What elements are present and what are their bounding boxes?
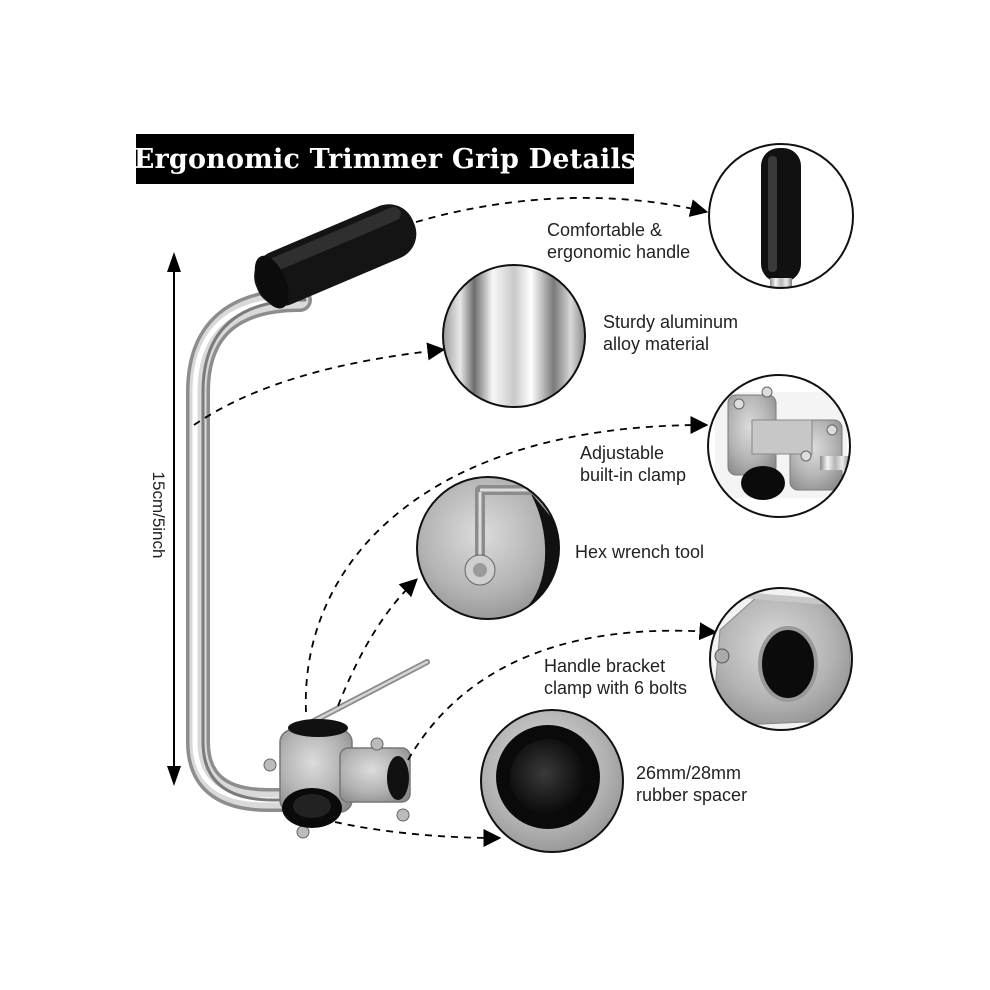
dimension-arrow [167, 252, 181, 786]
feature-label-line: Sturdy aluminum [603, 312, 739, 332]
feature-label-bracket: Handle bracket clamp with 6 bolts [544, 655, 687, 699]
feature-label-line: clamp with 6 bolts [544, 678, 688, 698]
detail-circle-clamp [707, 374, 851, 518]
feature-label-line: 26mm/28mm [636, 763, 742, 783]
clamp-assembly-main [263, 719, 411, 839]
handle-tube [186, 288, 312, 812]
feature-label-line: Adjustable [580, 443, 665, 463]
feature-label-aluminum: Sturdy aluminum alloy material [603, 311, 738, 355]
title-banner: Ergonomic Trimmer Grip Details [133, 134, 637, 184]
feature-label-line: alloy material [603, 334, 710, 354]
callout-arrows [193, 196, 718, 847]
feature-label-line: Hex wrench tool [575, 542, 705, 562]
feature-label-line: Handle bracket [544, 656, 666, 676]
feature-label-spacer: 26mm/28mm rubber spacer [636, 762, 747, 806]
feature-label-line: Comfortable & [547, 220, 663, 240]
feature-label-line: ergonomic handle [547, 242, 691, 262]
dimension-label: 15cm/5inch [149, 471, 168, 559]
detail-circle-handle [708, 143, 854, 289]
feature-label-handle: Comfortable & ergonomic handle [547, 219, 690, 263]
feature-label-wrench: Hex wrench tool [575, 541, 704, 563]
feature-label-line: built-in clamp [580, 465, 687, 485]
page-title: Ergonomic Trimmer Grip Details [133, 143, 637, 175]
detail-circle-bracket [709, 587, 853, 731]
detail-circle-wrench [416, 476, 560, 620]
detail-circle-aluminum [442, 264, 586, 408]
feature-label-clamp: Adjustable built-in clamp [580, 442, 686, 486]
rubber-grip [254, 204, 417, 309]
detail-circle-spacer [480, 709, 624, 853]
feature-label-line: rubber spacer [636, 785, 748, 805]
